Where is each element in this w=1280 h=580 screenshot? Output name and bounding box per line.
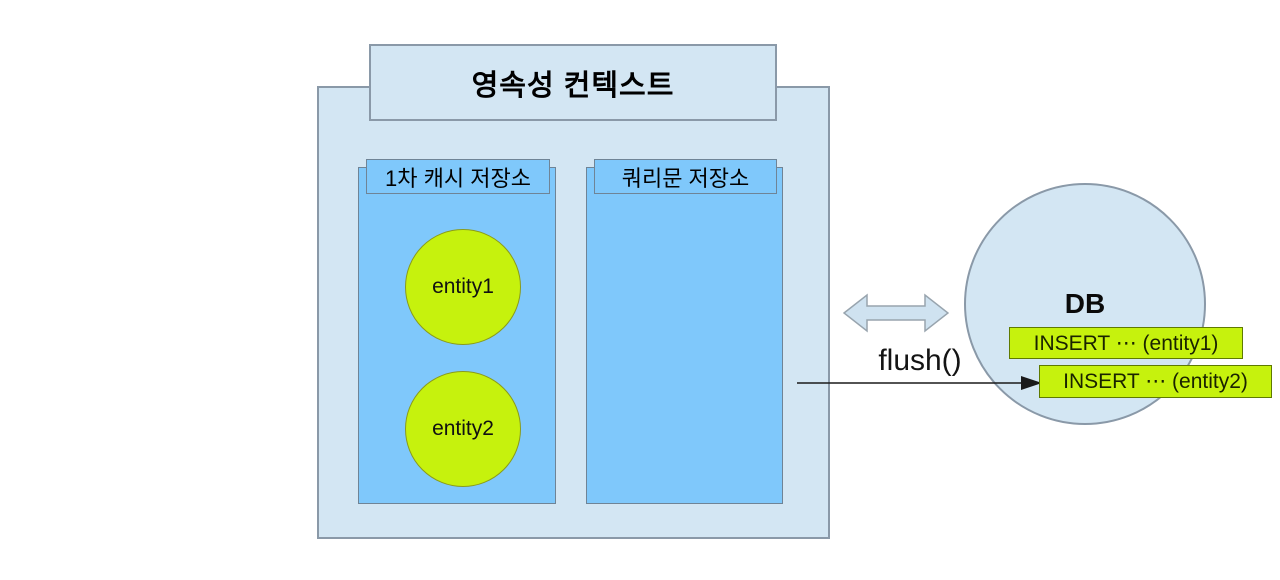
flush-arrow-icon (797, 376, 1042, 390)
persistence-context-title-label: 영속성 컨텍스트 (471, 69, 675, 102)
entity2-circle: entity2 (405, 371, 521, 487)
insert-statement-entity2-label: INSERT ⋯ (entity2) (1063, 370, 1248, 393)
entity1-circle: entity1 (405, 229, 521, 345)
query-store-body (586, 167, 783, 504)
query-store-label: 쿼리문 저장소 (621, 165, 750, 191)
insert-statement-entity2: INSERT ⋯ (entity2) (1039, 365, 1272, 398)
insert-statement-entity1: INSERT ⋯ (entity1) (1009, 327, 1243, 359)
entity1-label: entity1 (432, 275, 494, 298)
insert-statement-entity1-label: INSERT ⋯ (entity1) (1033, 331, 1219, 355)
first-cache-store-label: 1차 캐시 저장소 (385, 165, 531, 191)
entity2-label: entity2 (432, 417, 494, 440)
first-cache-store-header: 1차 캐시 저장소 (366, 159, 550, 194)
db-label: DB (1064, 288, 1106, 319)
flush-call-label: flush() (878, 344, 962, 377)
double-arrow-icon (843, 293, 949, 333)
persistence-context-title: 영속성 컨텍스트 (369, 44, 777, 121)
query-store-header: 쿼리문 저장소 (594, 159, 777, 194)
